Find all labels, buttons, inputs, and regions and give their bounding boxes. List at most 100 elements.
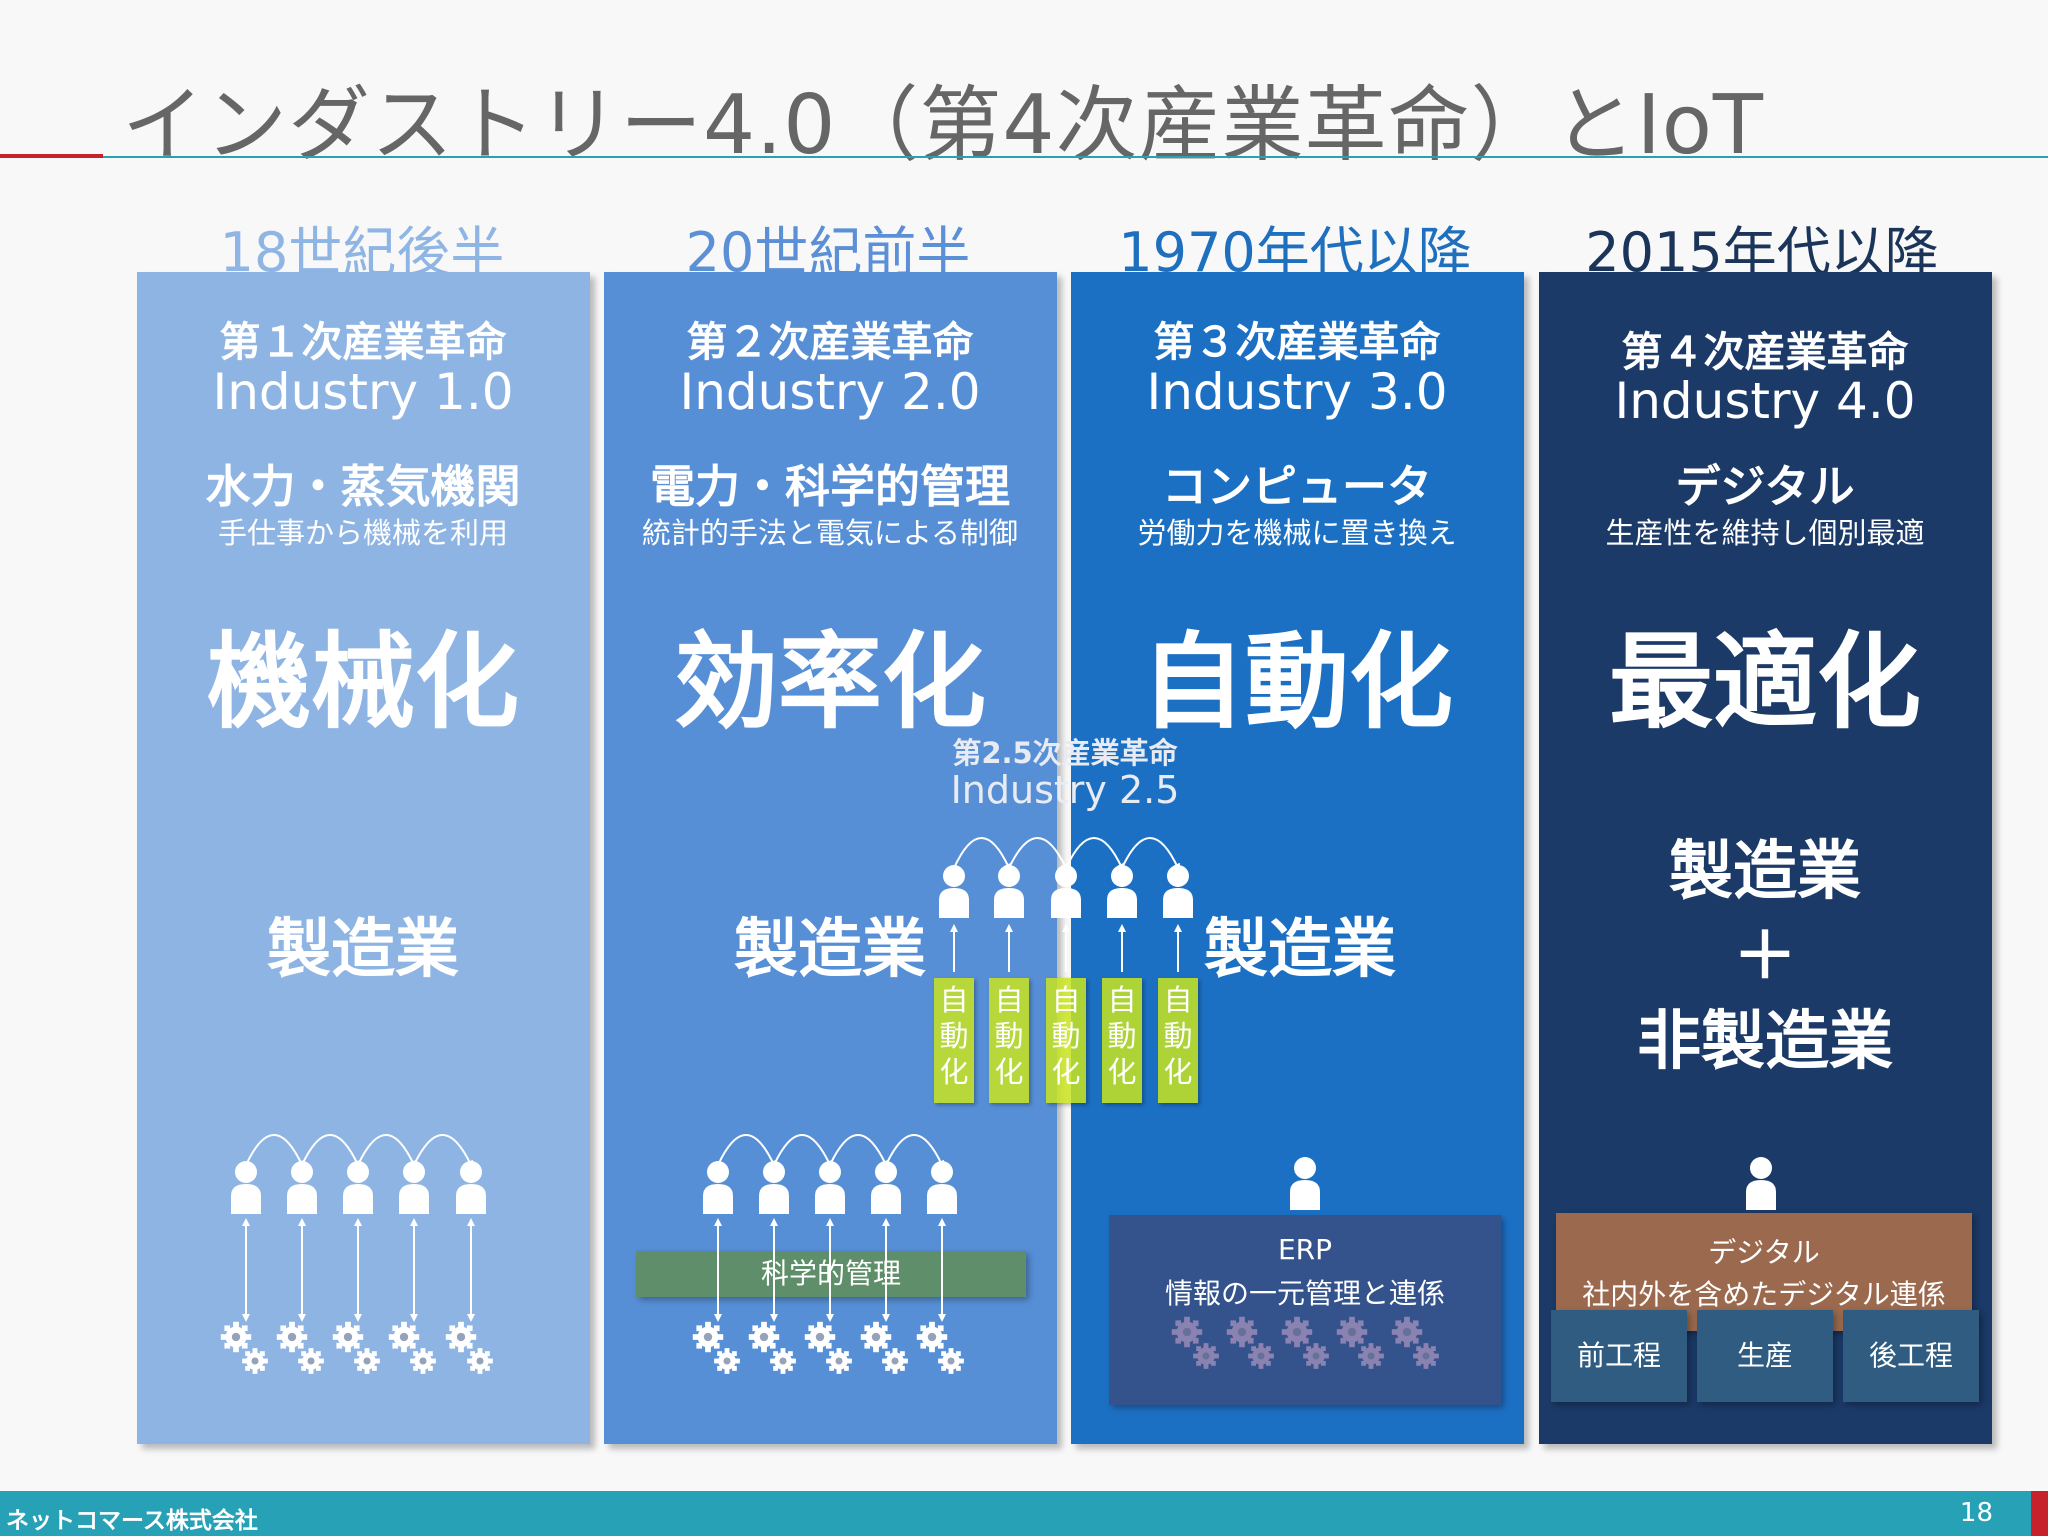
stage-box-2: 生産 (1697, 1310, 1833, 1402)
gear-icon (826, 1348, 852, 1374)
gear-icon (770, 1348, 796, 1374)
automation-label-5: 自動化 (1158, 978, 1198, 1103)
worker-icon (1290, 1157, 1320, 1210)
industry-label-1: Industry 1.0 (212, 363, 514, 421)
worker-icon (994, 865, 1024, 918)
gear-icon (1281, 1316, 1313, 1348)
description-4: 生産性を維持し個別最適 (1605, 516, 1925, 550)
flow-arrow (773, 1134, 832, 1169)
industry-label-2: Industry 2.0 (679, 363, 981, 421)
worker-icon (1051, 865, 1081, 918)
flow-arrow (1121, 837, 1180, 872)
gear-icon (276, 1321, 308, 1353)
keyword-4: デジタル (1675, 460, 1855, 513)
gear-icon (467, 1348, 493, 1374)
revolution-label-2: 第２次産業革命 (686, 318, 974, 366)
worker-icon (703, 1161, 733, 1214)
flow-arrow (885, 1134, 944, 1169)
title-rule-accent (0, 154, 103, 158)
sector-4-line1: 製造業 (1669, 835, 1861, 909)
sector-4-line2: 非製造業 (1637, 1005, 1893, 1079)
worker-icon (1746, 1157, 1776, 1210)
stage-box-3: 後工程 (1843, 1310, 1979, 1402)
worker-icon (759, 1161, 789, 1214)
gear-icon (748, 1321, 780, 1353)
flow-arrow (357, 1134, 416, 1169)
revolution-label-3: 第３次産業革命 (1153, 318, 1441, 366)
industry-label-4: Industry 4.0 (1614, 372, 1916, 430)
gear-icon (1358, 1343, 1384, 1369)
gear-icon (1248, 1343, 1274, 1369)
gear-icon (714, 1348, 740, 1374)
worker-icon (939, 865, 969, 918)
theme-3: 自動化 (1140, 621, 1453, 743)
automation-label-4: 自動化 (1102, 978, 1142, 1103)
worker-icon (815, 1161, 845, 1214)
automation-label-3: 自動化 (1046, 978, 1086, 1103)
gear-icon (1303, 1343, 1329, 1369)
gear-icon (298, 1348, 324, 1374)
title-rule (103, 156, 2048, 158)
flow-arrow (413, 1134, 473, 1169)
keyword-3: コンピュータ (1161, 460, 1432, 513)
gear-icon (332, 1321, 364, 1353)
erp-title: ERP (1277, 1233, 1333, 1266)
interim-revolution-label: 第2.5次産業革命 (952, 736, 1178, 770)
gear-icon (938, 1348, 964, 1374)
interim-industry-label: Industry 2.5 (950, 768, 1180, 812)
stage-box-1: 前工程 (1551, 1310, 1687, 1402)
worker-icon (231, 1161, 261, 1214)
sector-4-plus: ＋ (1733, 920, 1797, 994)
column-industry-1 (137, 272, 590, 1444)
theme-2: 効率化 (673, 621, 986, 743)
theme-4: 最適化 (1608, 621, 1921, 743)
gear-icon (354, 1348, 380, 1374)
gear-icon (220, 1321, 252, 1353)
footer: ネットコマース株式会社 18 (0, 1491, 2048, 1536)
flow-arrow (245, 1134, 304, 1169)
revolution-label-4: 第４次産業革命 (1621, 328, 1909, 376)
keyword-2: 電力・科学的管理 (649, 460, 1010, 513)
industry-label-3: Industry 3.0 (1146, 363, 1448, 421)
gear-icon (916, 1321, 948, 1353)
sector-2: 製造業 (734, 913, 926, 987)
worker-icon (399, 1161, 429, 1214)
revolution-label-1: 第１次産業革命 (219, 318, 507, 366)
gear-icon (882, 1348, 908, 1374)
automation-label-2: 自動化 (989, 978, 1029, 1103)
description-2: 統計的手法と電気による制御 (641, 516, 1019, 550)
digital-description: 社内外を含めたデジタル連係 (1582, 1278, 1946, 1311)
description-3: 労働力を機械に置き換え (1137, 516, 1457, 550)
worker-icon (287, 1161, 317, 1214)
gear-icon (1193, 1343, 1219, 1369)
erp-box: ERP 情報の一元管理と連係 (1109, 1215, 1501, 1405)
keyword-1: 水力・蒸気機関 (205, 460, 521, 513)
page-number: 18 (1959, 1498, 1993, 1528)
flow-arrow (1065, 837, 1124, 872)
sector-3: 製造業 (1204, 913, 1396, 987)
digital-title: デジタル (1708, 1236, 1820, 1269)
flow-arrow (829, 1134, 888, 1169)
gear-icon (1413, 1343, 1439, 1369)
gear-icon (410, 1348, 436, 1374)
flow-arrow (301, 1134, 360, 1169)
gear-icon (1336, 1316, 1368, 1348)
flow-arrow (717, 1134, 776, 1169)
gear-icon (860, 1321, 892, 1353)
theme-1: 機械化 (206, 621, 519, 743)
gear-icon (1171, 1316, 1203, 1348)
flow-arrow (1008, 837, 1068, 872)
footer-accent (2031, 1491, 2048, 1536)
worker-icon (927, 1161, 957, 1214)
gear-icon (1391, 1316, 1423, 1348)
gear-icon (388, 1321, 420, 1353)
worker-icon (1163, 865, 1193, 918)
gear-icon (692, 1321, 724, 1353)
worker-icon (343, 1161, 373, 1214)
worker-icon (871, 1161, 901, 1214)
automation-label-1: 自動化 (934, 978, 974, 1103)
sector-1: 製造業 (267, 913, 459, 987)
gear-icon (445, 1321, 477, 1353)
gear-icon (804, 1321, 836, 1353)
